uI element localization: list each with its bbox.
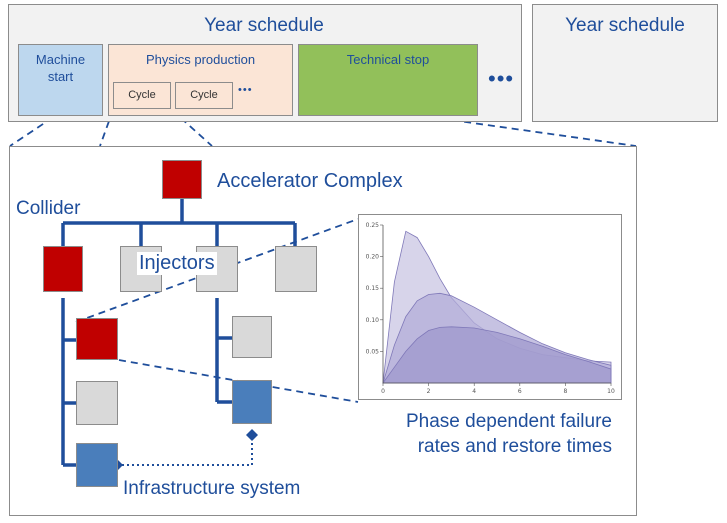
x-tick-label-4: 4: [472, 388, 476, 395]
chart-caption: Phase dependent failure rates and restor…: [406, 411, 612, 457]
y-tick-label-0: 0.05: [366, 348, 380, 355]
node-injector-3[interactable]: [275, 246, 317, 292]
x-tick-label-2: 2: [427, 388, 431, 395]
node-collider-infrastructure[interactable]: [76, 443, 118, 487]
phase-physics-production-label: Physics production: [145, 52, 256, 67]
zoom-line-cycle-right: [171, 109, 213, 147]
label-accelerator-complex: Accelerator Complex: [217, 170, 403, 192]
cycle-more-ellipsis: •••: [238, 84, 253, 96]
label-injectors: Injectors: [137, 252, 217, 275]
failure-rate-chart-frame: 0 2 4 6 8 10 0.05 0.10 0.15 0.20 0.25: [358, 214, 622, 400]
dependency-diamond-end: [246, 429, 258, 441]
y-tick-label-4: 0.25: [366, 222, 380, 229]
next-year-schedule-title: Year schedule: [565, 15, 685, 36]
node-injector-system-1[interactable]: [232, 316, 272, 358]
node-collider-system-2[interactable]: [76, 381, 118, 425]
label-infrastructure-system: Infrastructure system: [123, 478, 301, 499]
failure-rate-chart: 0 2 4 6 8 10 0.05 0.10 0.15 0.20 0.25: [366, 222, 615, 395]
y-tick-label-1: 0.10: [366, 317, 380, 324]
node-injector-infrastructure[interactable]: [232, 380, 272, 424]
year-schedule-title: Year schedule: [204, 15, 324, 36]
phase-technical-stop[interactable]: Technical stop: [298, 44, 478, 116]
x-tick-label-10: 10: [607, 388, 615, 395]
phase-technical-stop-label: Technical stop: [346, 52, 430, 67]
phase-machine-start[interactable]: Machine start: [18, 44, 103, 116]
detail-panel: [9, 146, 637, 516]
more-phases-ellipsis: •••: [488, 66, 515, 91]
x-tick-label-6: 6: [518, 388, 522, 395]
label-collider: Collider: [16, 198, 81, 219]
x-tick-label-0: 0: [381, 388, 385, 395]
x-tick-label-8: 8: [563, 388, 567, 395]
node-accelerator-complex[interactable]: [162, 160, 202, 199]
y-tick-label-3: 0.20: [366, 254, 380, 261]
cycle-1[interactable]: Cycle: [113, 82, 171, 109]
series-area-3: [382, 326, 612, 384]
y-tick-label-2: 0.15: [366, 285, 380, 292]
node-collider-system-1[interactable]: [76, 318, 118, 360]
node-collider[interactable]: [43, 246, 83, 292]
dependency-link: [117, 436, 253, 466]
cycle-2[interactable]: Cycle: [175, 82, 233, 109]
next-year-schedule-panel: Year schedule: [532, 4, 718, 122]
